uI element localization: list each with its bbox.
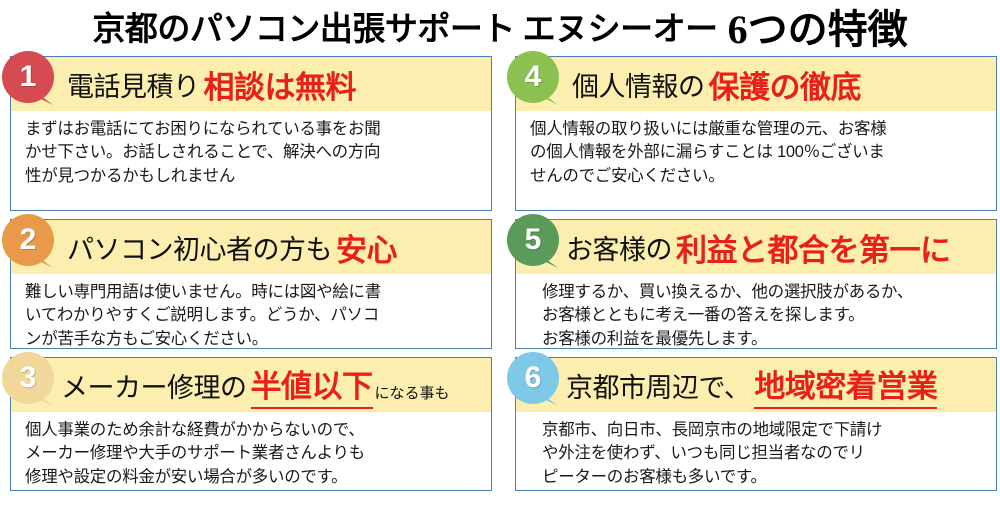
feature-column-right: 4 個人情報の 保護の徹底 個人情報の取り扱いには厳重な管理の元、お客様 の個人… (507, 51, 997, 499)
feature-body-line: 京都市、向日市、長岡京市の地域限定で下請け (542, 421, 883, 439)
feature-body-line: 個人事業のため余計な経費がかからないので、 (25, 421, 365, 439)
feature-body-line: の個人情報を外部に漏らすことは 100％ございま (530, 143, 885, 162)
feature-body-line: せんのでご安心ください。 (530, 166, 725, 185)
feature-body-line: いてわかりやすくご説明します。どうか、パソコ (25, 306, 379, 325)
feature-body-line: ンが苦手な方もご安心ください。 (25, 329, 269, 348)
feature-body-line: かせ下さい。お話しされることで、解決への方向 (25, 143, 381, 162)
page-title: 京都のパソコン出張サポート エヌシーオー 6つの特徴 (0, 0, 1000, 52)
feature-heading-black-6: 京都市周辺で、 (566, 372, 751, 403)
feature-heading-6: 京都市周辺で、 地域密着営業 (516, 358, 996, 412)
feature-heading-black-5: お客様の (566, 234, 673, 265)
feature-heading-red-3: 半値以下 (250, 361, 373, 409)
feature-body-line: 個人情報の取り扱いには厳重な管理の元、お客様 (530, 120, 887, 138)
feature-heading-2: パソコン初心者の方も 安心 (11, 220, 491, 274)
feature-card-5: 5 お客様の 利益と都合を第一に 修理するか、買い換えるか、他の選択肢があるか、… (507, 214, 997, 349)
feature-heading-4: 個人情報の 保護の徹底 (516, 57, 996, 111)
feature-heading-black-4: 個人情報の (572, 71, 705, 102)
page-title-main: 京都のパソコン出張サポート エヌシーオー (92, 12, 718, 48)
feature-heading-black-1: 電話見積り (67, 71, 200, 102)
feature-body-line: メーカー修理や大手のサポート業者さんよりも (25, 444, 365, 463)
feature-body-line: まずはお電話にてお困りになられている事をお聞 (25, 120, 381, 138)
feature-card-1: 1 電話見積り 相談は無料 まずはお電話にてお困りになられている事をお聞 かせ下… (2, 51, 492, 211)
feature-heading-black-2: パソコン初心者の方も (67, 234, 333, 265)
feature-column-left: 1 電話見積り 相談は無料 まずはお電話にてお困りになられている事をお聞 かせ下… (2, 51, 492, 499)
feature-heading-red-1: 相談は無料 (203, 69, 357, 105)
feature-body-line: お客様とともに考え一番の答えを探します。 (542, 306, 865, 325)
feature-card-2: 2 パソコン初心者の方も 安心 難しい専門用語は使いません。時には図や絵に書 い… (2, 214, 492, 349)
feature-heading-1: 電話見積り 相談は無料 (11, 57, 491, 111)
feature-card-4: 4 個人情報の 保護の徹底 個人情報の取り扱いには厳重な管理の元、お客様 の個人… (507, 51, 997, 211)
feature-heading-suffix-3: になる事も (374, 386, 450, 402)
feature-heading-black-3: メーカー修理の (61, 372, 247, 403)
feature-heading-red-2: 安心 (336, 232, 398, 268)
feature-body-line: 修理や設定の料金が安い場合が多いのです。 (25, 467, 348, 486)
feature-card-3: 3 メーカー修理の 半値以下 になる事も 個人事業のため余計な経費がかからないの… (2, 352, 492, 493)
feature-body-5: 修理するか、買い換えるか、他の選択肢があるか、 お客様とともに考え一番の答えを探… (516, 274, 996, 355)
feature-body-4: 個人情報の取り扱いには厳重な管理の元、お客様 の個人情報を外部に漏らすことは 1… (516, 111, 996, 192)
feature-card-6: 6 京都市周辺で、 地域密着営業 京都市、向日市、長岡京市の地域限定で下請け や… (507, 352, 997, 493)
feature-heading-5: お客様の 利益と都合を第一に (516, 220, 996, 274)
feature-body-line: や外注を使わず、いつも同じ担当者なのでリ (542, 444, 865, 463)
feature-body-1: まずはお電話にてお困りになられている事をお聞 かせ下さい。お話しされることで、解… (11, 111, 491, 192)
feature-body-line: お客様の利益を最優先します。 (542, 329, 768, 348)
feature-heading-red-4: 保護の徹底 (708, 69, 862, 105)
feature-body-line: 難しい専門用語は使いません。時には図や絵に書 (25, 283, 381, 301)
feature-body-3: 個人事業のため余計な経費がかからないので、 メーカー修理や大手のサポート業者さん… (11, 412, 491, 493)
feature-heading-red-5: 利益と都合を第一に (676, 232, 951, 268)
feature-body-line: 修理するか、買い換えるか、他の選択肢があるか、 (542, 283, 914, 301)
feature-body-line: ピーターのお客様も多いです。 (542, 467, 767, 486)
feature-body-line: 性が見つかるかもしれません (25, 166, 236, 185)
feature-heading-red-6: 地域密着営業 (754, 361, 938, 409)
feature-body-6: 京都市、向日市、長岡京市の地域限定で下請け や外注を使わず、いつも同じ担当者なの… (516, 412, 996, 493)
page-title-accent: 6つの特徴 (727, 7, 908, 52)
feature-heading-3: メーカー修理の 半値以下 になる事も (11, 358, 491, 412)
feature-body-2: 難しい専門用語は使いません。時には図や絵に書 いてわかりやすくご説明します。どう… (11, 274, 491, 355)
